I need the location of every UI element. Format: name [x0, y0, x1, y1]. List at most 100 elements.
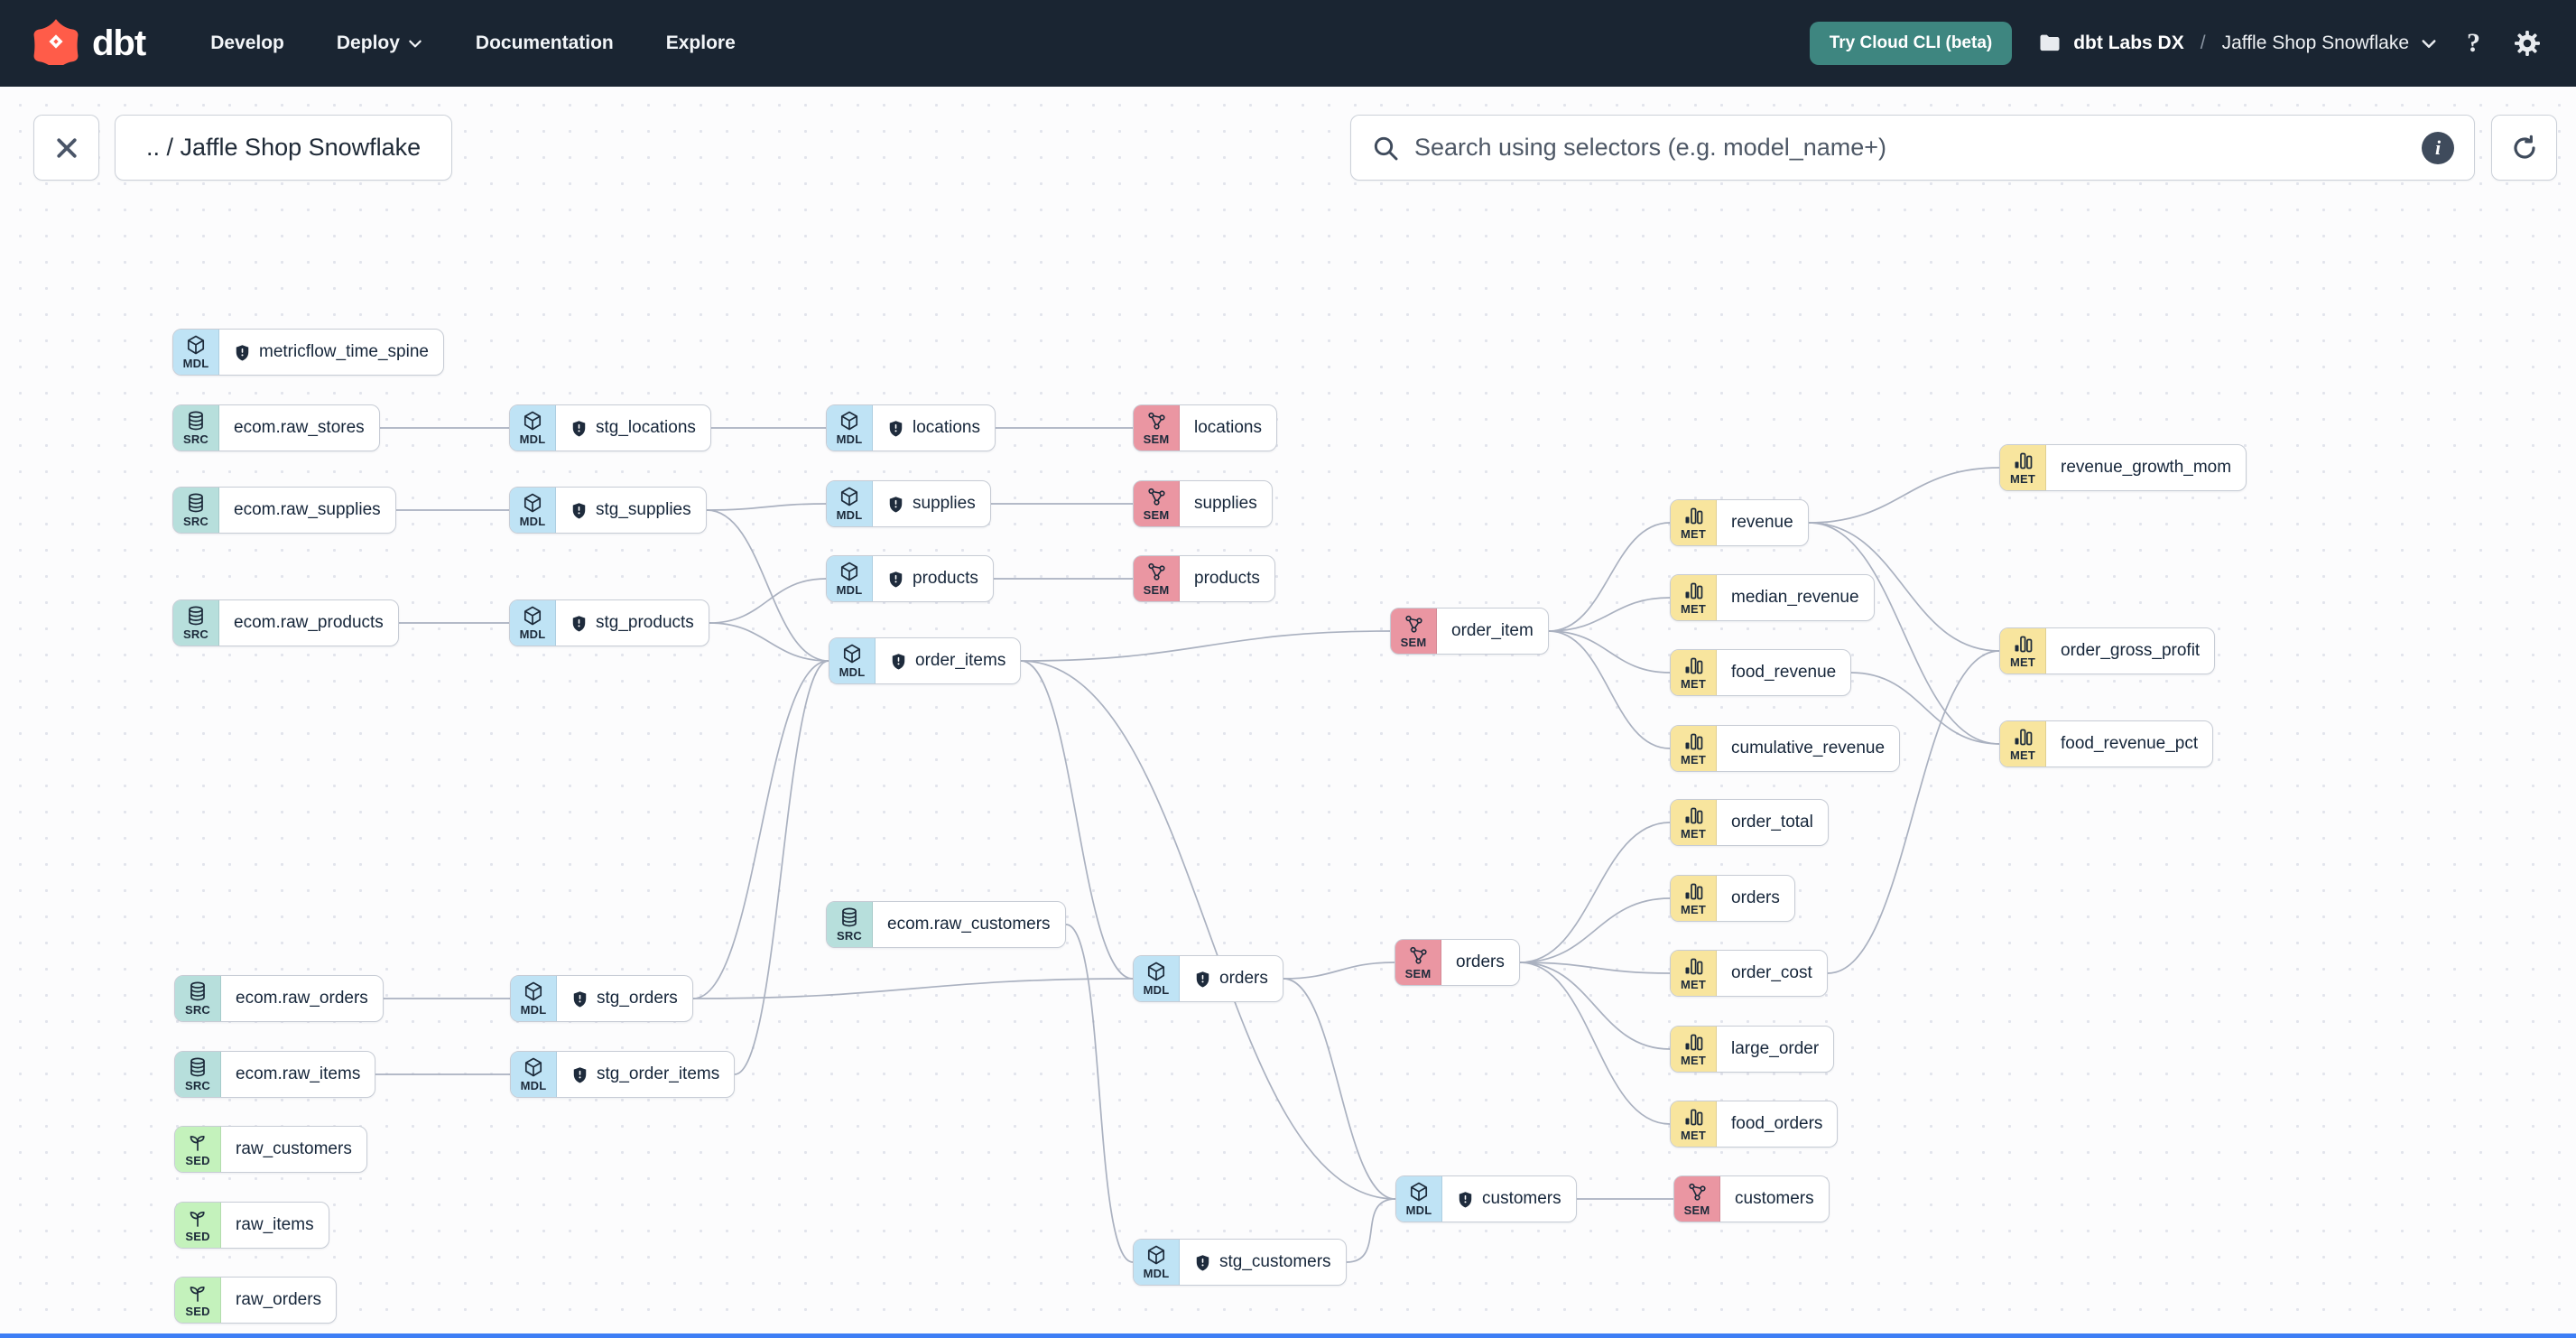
help-button[interactable]: ? [2463, 24, 2484, 62]
refresh-lineage-button[interactable] [2491, 115, 2557, 181]
account-project-switcher[interactable]: dbt Labs DX / Jaffle Shop Snowflake [2037, 31, 2438, 56]
try-cloud-cli-button[interactable]: Try Cloud CLI (beta) [1809, 22, 2013, 65]
lineage-edge [1548, 630, 1671, 749]
search-input[interactable] [1414, 134, 2407, 162]
node-type-label: SRC [184, 1003, 211, 1017]
contract-shield-icon [234, 344, 251, 361]
nav-item-develop[interactable]: Develop [210, 33, 284, 53]
lineage-edge [692, 978, 1134, 999]
mdl-type-icon [523, 980, 544, 1002]
lineage-edge [1519, 962, 1671, 1125]
node-name: ecom.raw_supplies [234, 500, 381, 519]
src-type-icon [839, 906, 860, 928]
chevron-down-icon [409, 40, 422, 48]
close-lineage-button[interactable] [33, 115, 99, 181]
node-type-label: SRC [182, 627, 209, 641]
nav-item-documentation[interactable]: Documentation [475, 33, 614, 53]
sem-type-icon [1145, 410, 1167, 432]
contract-shield-icon [1457, 1191, 1474, 1208]
mdl-type-icon [1145, 961, 1167, 982]
lineage-edge [706, 503, 827, 511]
lineage-edge [1827, 650, 2000, 974]
met-type-icon [1682, 580, 1704, 601]
lineage-edge [1548, 522, 1671, 632]
met-type-icon [1682, 804, 1704, 826]
mdl-type-icon [839, 410, 860, 432]
node-type-label: MDL [182, 357, 209, 370]
sem-type-icon [1145, 561, 1167, 582]
settings-button[interactable] [2509, 25, 2545, 61]
lineage-edge [734, 660, 829, 1075]
node-name: food_revenue_pct [2061, 734, 2199, 753]
breadcrumb-separator: / [2200, 33, 2206, 53]
lineage-edge [1346, 1198, 1396, 1263]
nav-links: Develop Deploy Documentation Explore [210, 33, 736, 54]
contract-shield-icon [571, 1066, 588, 1083]
nav-item-deploy[interactable]: Deploy [337, 33, 423, 54]
contract-shield-icon [1194, 971, 1211, 988]
node-name: supplies [913, 494, 976, 513]
node-name: order_item [1451, 621, 1534, 640]
lineage-edge [1020, 630, 1391, 662]
node-name: products [913, 569, 978, 588]
node-type-label: MET [2009, 472, 2036, 486]
mdl-type-icon [185, 334, 207, 356]
lineage-edge [1020, 660, 1134, 980]
dbt-logo[interactable]: dbt [32, 18, 146, 72]
mdl-type-icon [1145, 1244, 1167, 1266]
lineage-breadcrumb[interactable]: .. / Jaffle Shop Snowflake [115, 115, 453, 181]
nav-item-explore[interactable]: Explore [665, 33, 736, 53]
info-icon[interactable]: i [2422, 131, 2454, 164]
chevron-down-icon [2422, 40, 2436, 48]
node-name: large_order [1731, 1039, 1820, 1058]
node-type-label: MET [1680, 827, 1707, 841]
met-type-icon [1682, 880, 1704, 902]
met-type-icon [1682, 505, 1704, 526]
top-nav-bar: dbt Develop Deploy Documentation Explore… [0, 0, 2576, 87]
src-type-icon [187, 1056, 208, 1078]
met-type-icon [2012, 450, 2034, 471]
